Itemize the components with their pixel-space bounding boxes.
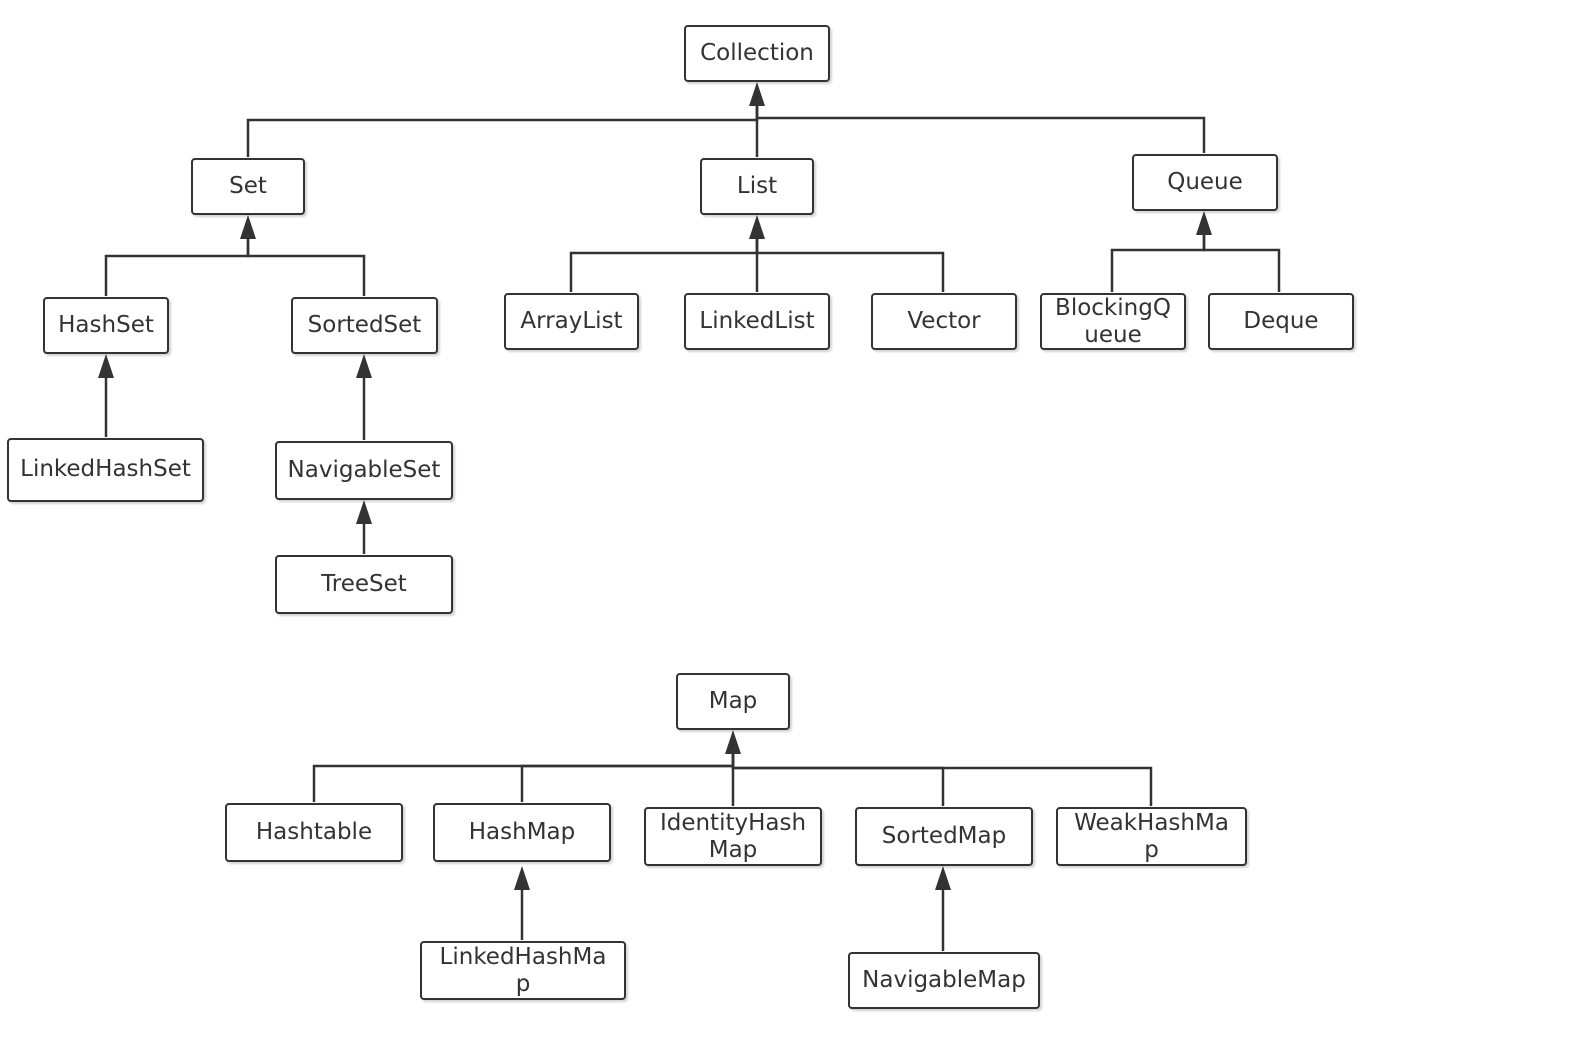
node-linkedhashmap: LinkedHashMa p [420,941,626,1000]
node-collection: Collection [684,25,830,82]
node-linkedlist: LinkedList [684,293,830,350]
node-hashmap: HashMap [433,803,611,862]
node-sortedmap: SortedMap [855,807,1033,866]
node-label-line: Map [708,836,758,863]
node-label-line: BlockingQ [1055,295,1171,322]
node-queue: Queue [1132,154,1278,211]
node-label-line: LinkedHashMa [439,944,607,971]
arrowhead-map [725,730,741,754]
node-label: TreeSet [321,570,407,597]
edge-weakhashmap-to-map [731,752,1153,806]
arrowhead-set [240,215,256,239]
node-label: NavigableMap [862,966,1026,993]
edge-hashmap-to-map [520,752,735,802]
node-identityhashmap: IdentityHash Map [644,807,822,866]
edge-hashtable-to-map [312,752,735,802]
node-label: HashMap [468,818,576,845]
node-label: ArrayList [520,307,623,334]
arrowhead-navigableset [356,500,372,524]
node-label-line: ueue [1084,321,1142,348]
arrowhead-collection [749,82,765,106]
arrowhead-queue [1196,211,1212,235]
node-hashtable: Hashtable [225,803,403,862]
node-label: LinkedList [699,307,815,334]
arrowhead-hashset [98,354,114,378]
node-label-line: IdentityHash [659,810,807,837]
edge-set-to-collection [246,103,759,157]
node-list: List [700,158,814,215]
node-label: Vector [907,307,981,334]
node-linkedhashset: LinkedHashSet [7,438,204,502]
edge-vector-to-list [755,237,945,292]
node-arraylist: ArrayList [504,293,639,350]
edge-sortedset-to-set [246,237,366,296]
node-navigableset: NavigableSet [275,441,453,500]
edge-arraylist-to-list [569,237,759,292]
node-deque: Deque [1208,293,1354,350]
node-label: Map [708,687,758,714]
node-set: Set [191,158,305,215]
edge-blockingqueue-to-queue [1110,233,1206,292]
node-vector: Vector [871,293,1017,350]
node-treeset: TreeSet [275,555,453,614]
node-label: HashSet [58,311,154,338]
node-label: Queue [1167,168,1243,195]
node-label: LinkedHashSet [20,456,191,483]
node-label: SortedSet [307,311,422,338]
edge-sortedmap-to-map [731,752,945,806]
node-blockingqueue: BlockingQ ueue [1040,293,1186,350]
arrowhead-list [749,215,765,239]
edge-queue-to-collection [755,103,1206,153]
node-label-line: WeakHashMa [1074,810,1229,837]
node-label: NavigableSet [287,456,441,483]
arrowhead-sortedmap [935,866,951,890]
edge-hashset-to-set [104,237,250,296]
node-label: SortedMap [881,822,1007,849]
node-label: List [736,172,778,199]
node-label-line: p [515,970,531,997]
node-label: Set [229,172,267,199]
node-map: Map [676,673,790,730]
node-navigablemap: NavigableMap [848,952,1040,1009]
arrowhead-hashmap [514,866,530,890]
node-label: Hashtable [255,818,373,845]
edge-deque-to-queue [1202,233,1281,292]
node-sortedset: SortedSet [291,297,438,354]
node-label: Deque [1243,307,1319,334]
arrowhead-sortedset [356,354,372,378]
node-weakhashmap: WeakHashMa p [1056,807,1247,866]
node-label: Collection [700,39,814,66]
node-hashset: HashSet [43,297,169,354]
node-label-line: p [1144,836,1159,863]
